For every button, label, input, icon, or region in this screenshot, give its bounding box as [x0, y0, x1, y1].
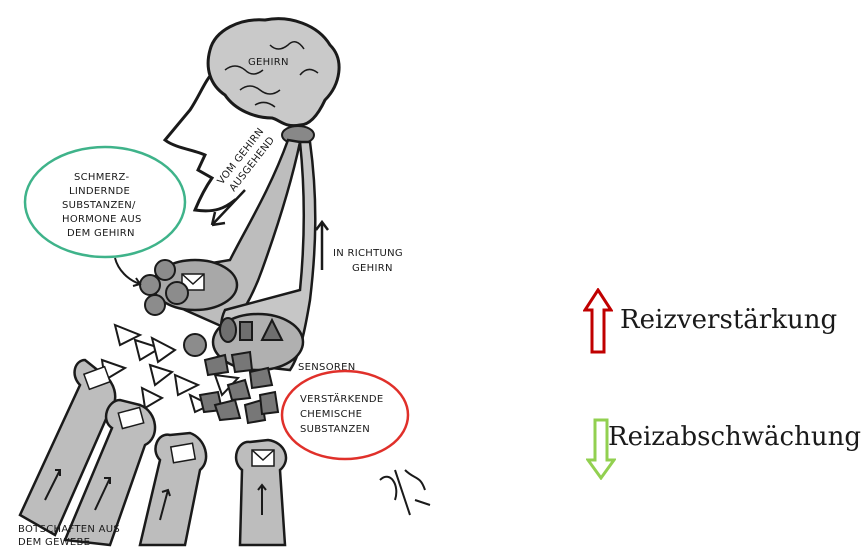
envelope-icon	[171, 443, 195, 463]
red-label-2: CHEMISCHE	[300, 409, 362, 420]
amplification-label: Reizverstärkung	[620, 305, 837, 335]
envelope-icon	[252, 450, 274, 466]
green-label-1: SCHMERZ-	[74, 172, 130, 183]
brain-label: GEHIRN	[248, 57, 289, 68]
attenuation-label: Reizabschwächung	[608, 422, 861, 452]
messages-label-2: DEM GEWEBE	[18, 537, 90, 547]
green-label-4: HORMONE AUS	[62, 214, 142, 225]
artist-signature	[380, 470, 430, 515]
sensor-receptors	[220, 318, 282, 342]
red-label-1: VERSTÄRKENDE	[300, 392, 384, 405]
brain-shape	[208, 19, 339, 126]
green-label-2: LINDERNDE	[69, 186, 130, 197]
messages-label-1: BOTSCHAFTEN AUS	[18, 524, 120, 535]
to-brain-label-1: IN RICHTUNG	[333, 248, 403, 259]
red-label-3: SUBSTANZEN	[300, 424, 370, 435]
green-label-5: DEM GEHIRN	[67, 228, 135, 239]
green-label-3: SUBSTANZEN/	[62, 200, 136, 211]
ascending-arrow-icon	[316, 222, 328, 270]
descending-arrow-icon	[212, 190, 245, 225]
up-arrow-icon	[583, 288, 613, 354]
to-brain-label-2: GEHIRN	[352, 263, 393, 274]
